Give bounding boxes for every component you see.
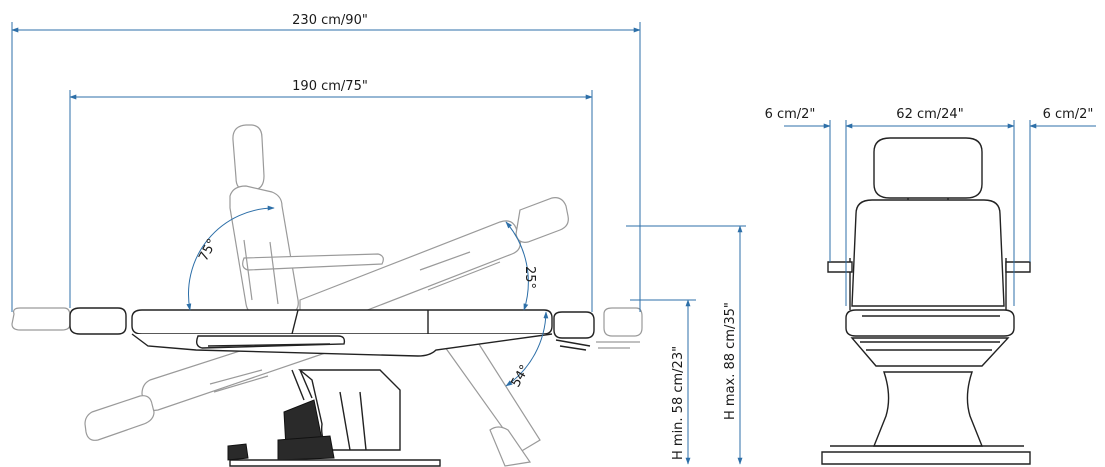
headrest — [873, 137, 983, 199]
legrest-down-angle-arc — [505, 311, 549, 387]
left-armrest-label: 6 cm/2" — [765, 107, 816, 122]
right-armrest-label: 6 cm/2" — [1043, 107, 1094, 122]
motor-housing — [277, 435, 335, 461]
total-length-label: 230 cm/90" — [292, 13, 368, 28]
base-plate — [229, 459, 441, 467]
backrest — [851, 199, 1005, 307]
main-table-top — [131, 309, 553, 335]
seat-cushion — [845, 309, 1015, 337]
ghost-head-end — [11, 307, 71, 331]
chair-base — [227, 369, 441, 467]
right-armrest — [1005, 261, 1031, 273]
legrest-up-angle-label: 25° — [522, 266, 537, 289]
foot-cushion — [553, 311, 595, 339]
seat-width-label: 62 cm/24" — [896, 107, 963, 122]
inner-length-label: 190 cm/75" — [292, 79, 368, 94]
legrest-up-angle-arc — [505, 221, 529, 311]
side-view — [11, 22, 746, 467]
pedestal — [872, 371, 984, 447]
head-cushion — [69, 307, 127, 335]
seat-frame — [850, 337, 1010, 367]
ghost-foot-end — [603, 307, 643, 337]
backrest-angle-label: 75° — [196, 236, 220, 263]
base-foot — [821, 451, 1031, 465]
front-view — [784, 120, 1096, 465]
backrest-angle-arc — [186, 205, 275, 311]
height-max-label: H max. 88 cm/35" — [723, 302, 738, 420]
height-min-label: H min. 58 cm/23" — [671, 346, 686, 460]
left-armrest — [827, 261, 853, 273]
legrest-down-angle-label: 54° — [508, 363, 533, 390]
chair-flat-position — [69, 307, 595, 357]
